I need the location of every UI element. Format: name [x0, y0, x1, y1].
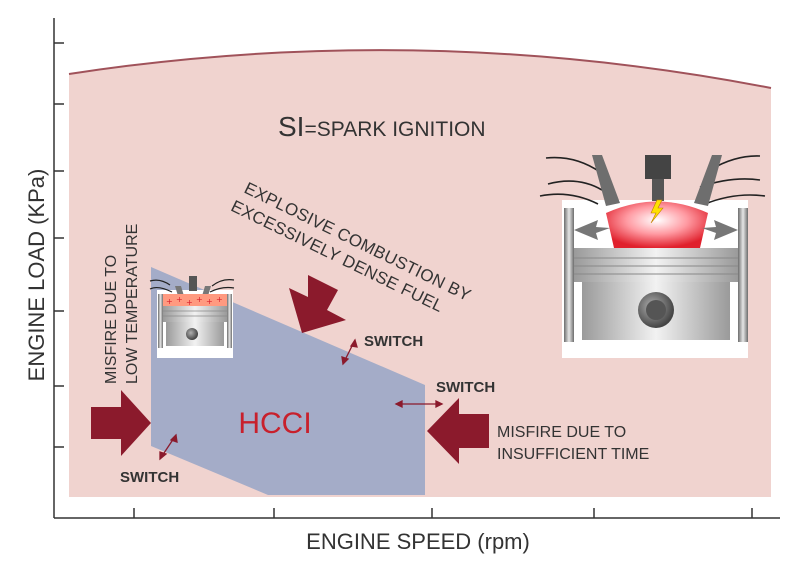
- si-label: SI=SPARK IGNITION: [278, 111, 486, 142]
- switch-label-lower: SWITCH: [120, 469, 179, 486]
- arrow-misfire-time: [427, 398, 489, 464]
- svg-text:+: +: [196, 295, 203, 304]
- misfire-low-line-1: MISFIRE DUE TO: [103, 255, 120, 384]
- switch-arrow-lower: [159, 433, 178, 461]
- hcci-label: HCCI: [238, 407, 311, 440]
- misfire-low-line-2: LOW TEMPERATURE: [124, 224, 141, 384]
- svg-text:+: +: [216, 295, 223, 304]
- si-label-prefix: SI: [278, 111, 304, 142]
- switch-arrow-upper: [341, 338, 358, 366]
- switch-arrow-right: [394, 399, 444, 409]
- switch-label-right: SWITCH: [436, 379, 495, 396]
- arrow-misfire-low: [91, 390, 151, 456]
- y-axis-label: ENGINE LOAD (KPa): [24, 169, 49, 382]
- switch-label-upper: SWITCH: [364, 333, 423, 350]
- si-label-rest: =SPARK IGNITION: [304, 118, 485, 141]
- svg-text:+: +: [166, 297, 173, 306]
- misfire-low-temp-annotation: MISFIRE DUE TO LOW TEMPERATURE: [103, 224, 141, 384]
- misfire-time-line-2: INSUFFICIENT TIME: [497, 446, 649, 463]
- axes: [53, 18, 780, 519]
- si-engine-icon: [539, 155, 766, 358]
- arrow-explosive: [289, 275, 346, 333]
- svg-text:+: +: [186, 298, 193, 307]
- svg-text:+: +: [206, 297, 213, 306]
- svg-text:+: +: [176, 295, 183, 304]
- hcci-engine-icon: +++ +++: [149, 276, 235, 358]
- misfire-time-line-1: MISFIRE DUE TO: [497, 424, 626, 441]
- spark-icon: [650, 199, 664, 224]
- si-region-boundary: [68, 49, 772, 89]
- x-axis-label: ENGINE SPEED (rpm): [306, 529, 530, 554]
